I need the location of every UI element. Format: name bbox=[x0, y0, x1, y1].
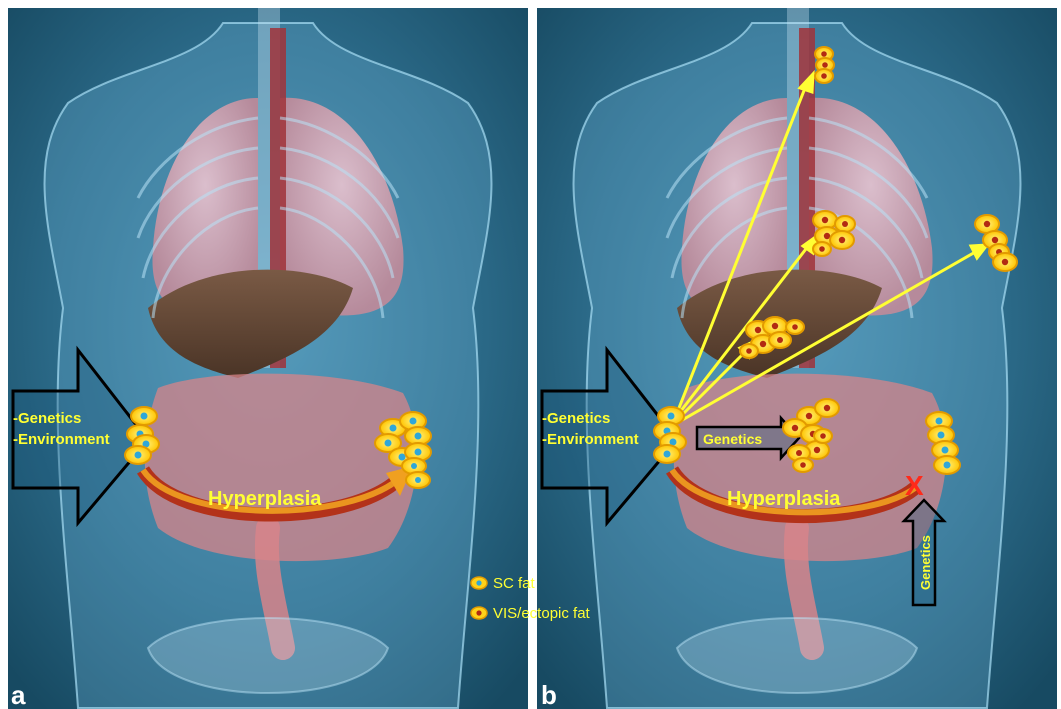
ectopic-fat-neck bbox=[815, 47, 834, 83]
environment-label-b: -Environment bbox=[542, 431, 639, 448]
block-x-mark: X bbox=[905, 470, 924, 501]
genetics-vertical-label: Genetics bbox=[918, 535, 933, 590]
legend-label-vis-fat: VIS/ectopic fat bbox=[493, 605, 590, 622]
panel-letter-a: a bbox=[11, 680, 26, 709]
sc-fat-legend-icon bbox=[470, 576, 488, 590]
genetics-horizontal-label: Genetics bbox=[703, 431, 762, 447]
genetics-label-a: -Genetics bbox=[13, 410, 81, 427]
panel-a: -Genetics -Environment Hyperplasia a bbox=[8, 8, 528, 709]
legend-item-vis-fat: VIS/ectopic fat bbox=[470, 602, 590, 624]
panel-letter-b: b bbox=[541, 680, 557, 709]
hyperplasia-label-a: Hyperplasia bbox=[208, 488, 322, 510]
legend-item-sc-fat: SC fat bbox=[470, 572, 535, 594]
legend-label-sc-fat: SC fat bbox=[493, 575, 535, 592]
intestines bbox=[145, 374, 417, 562]
genetics-label-b: -Genetics bbox=[542, 410, 610, 427]
legend: SC fat VIS/ectopic fat bbox=[470, 572, 630, 628]
vis-fat-legend-icon bbox=[470, 606, 488, 620]
panel-a-illustration: -Genetics -Environment Hyperplasia a bbox=[8, 8, 528, 709]
environment-label-a: -Environment bbox=[13, 431, 110, 448]
hyperplasia-label-b: Hyperplasia bbox=[727, 488, 841, 510]
